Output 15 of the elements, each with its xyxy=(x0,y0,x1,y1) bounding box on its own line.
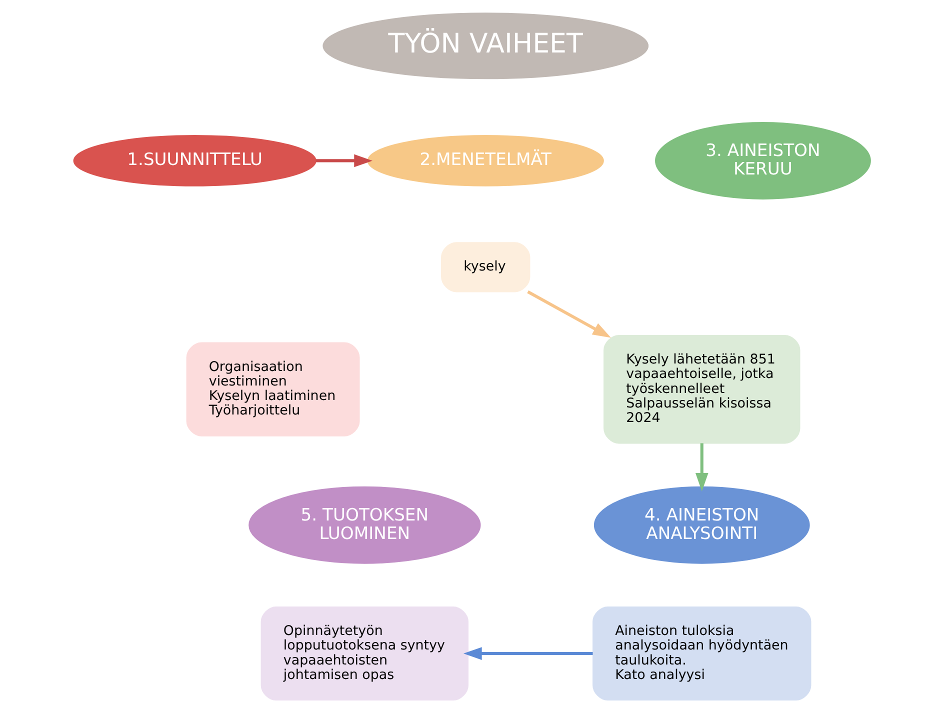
arrow xyxy=(695,443,708,492)
arrow xyxy=(527,290,611,338)
node-ellipse: TYÖN VAIHEET xyxy=(322,12,649,80)
node-ellipse: 5. TUOTOKSEN LUOMINEN xyxy=(248,486,481,564)
node-box: Aineiston tuloksia analysoidaan hyödyntäen taulukoita. Kato analyysi xyxy=(592,606,812,701)
node-box: kysely xyxy=(441,242,530,292)
node-ellipse: 2.MENETELMÄT xyxy=(367,135,604,186)
node-box: Opinnäytetyön lopputuotoksena syntyy vapaaehtoisten johtamisen opas xyxy=(260,606,469,701)
node-box: Kysely lähetetään 851 vapaaehtoiselle, jotka työskennelleet Salpausselän kisoissa 2024 xyxy=(604,334,800,444)
node-ellipse: 1.SUUNNITTELU xyxy=(73,135,316,186)
node-box: Organisaation viestiminen Kyselyn laatiminen Työharjoittelu xyxy=(186,342,360,436)
arrow xyxy=(463,647,593,660)
node-ellipse: 4. AINEISTON ANALYSOINTI xyxy=(594,486,810,564)
node-ellipse: 3. AINEISTON KERUU xyxy=(655,122,871,200)
arrow xyxy=(316,154,373,168)
